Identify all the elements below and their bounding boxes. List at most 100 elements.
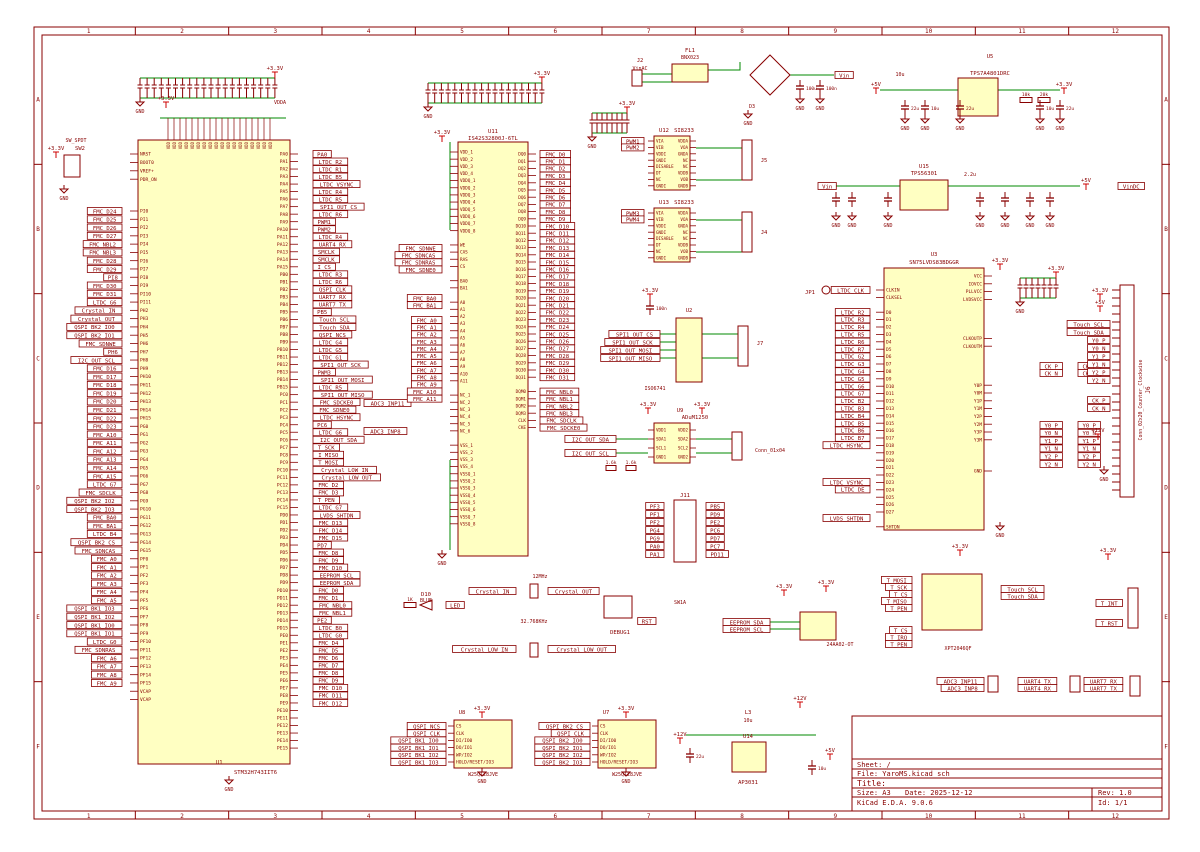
title-sheet: Sheet: / bbox=[857, 761, 891, 769]
net-label-text: FMC_A7 bbox=[417, 368, 437, 374]
net-label-box bbox=[91, 554, 123, 563]
isolator-right-pin-name: VDDB bbox=[678, 243, 689, 248]
i2c-isolator-value: ADuM1250 bbox=[682, 415, 709, 421]
net-label-text: FMC_D17 bbox=[93, 375, 117, 381]
net-label-text: FMC_D17 bbox=[546, 275, 570, 281]
mcu-right-net: PA0 bbox=[312, 150, 332, 158]
mcu-right-net: Crystal_LOW_OUT bbox=[312, 473, 381, 482]
i2c-out-sda-net: I2C_OUT_SDA bbox=[564, 435, 617, 443]
ldo-cap-gnd: GND bbox=[899, 115, 911, 132]
isolator-right-pin-name: VOB bbox=[680, 177, 688, 182]
mcu-power-pin-name: VDD bbox=[214, 141, 219, 149]
ldo-cap-gnd: GND bbox=[954, 115, 966, 132]
net-label-text: QSPI_BK2_IO2 bbox=[542, 753, 582, 759]
header-j11-right-net: PD7 bbox=[705, 534, 725, 542]
net-label-text: Y1_P bbox=[1082, 439, 1096, 445]
spi-net: SPI1_OUT_MOSI bbox=[600, 346, 661, 354]
sdram-right-pin-name: DQ19 bbox=[516, 288, 527, 294]
flash-net: QSPI_BK1_IO3 bbox=[390, 758, 447, 766]
net-label-text: FMC_A1 bbox=[417, 325, 437, 331]
power-net-text: +3.3V bbox=[1100, 548, 1117, 554]
net-label-text: Crystal_IN bbox=[82, 309, 116, 315]
sdram-left-pin-name: VSSQ_2 bbox=[460, 479, 476, 485]
lvds-y-net: Y1_P bbox=[1039, 436, 1063, 445]
net-label-box bbox=[86, 513, 123, 522]
sdram-data-net: FMC_D8 bbox=[539, 207, 572, 216]
net-label-text: QSPI_BK2_CS bbox=[546, 724, 583, 730]
net-label-text: FMC_SDNE0 bbox=[405, 268, 435, 274]
net-label-box bbox=[78, 339, 123, 348]
sdram-left-pin-name: VDDQ_4 bbox=[460, 200, 476, 206]
net-label-text: FMC_A3 bbox=[97, 582, 117, 588]
fl1-value: BNX023 bbox=[681, 55, 699, 61]
lvds-in-net: LVDS_SHTDN bbox=[822, 514, 871, 522]
mcu-right-net: FMC_D8 bbox=[312, 548, 345, 557]
lvds-in-net: LTDC_R6 bbox=[834, 337, 871, 346]
net-label-text: FMC_D8 bbox=[318, 551, 339, 557]
uart7-tx-net: UART7_TX bbox=[1083, 684, 1124, 692]
capacitor-value: 22u bbox=[966, 106, 974, 112]
net-label-text: PB5 bbox=[710, 504, 720, 510]
net-label-text: I_MISO bbox=[318, 453, 339, 459]
net-label-text: FMC_A11 bbox=[93, 441, 117, 447]
net-label-text: SPI1_OUT_MOSI bbox=[608, 348, 652, 354]
net-label-text: LTDC_G4 bbox=[319, 340, 343, 346]
net-label-box bbox=[312, 375, 373, 384]
net-label-text: LVDS_SHTDN bbox=[320, 513, 354, 519]
net-label-text: LTDC_R4 bbox=[319, 235, 343, 241]
net-label-text: FMC_D19 bbox=[93, 391, 117, 397]
isolator-left-pin-name: DISABLE bbox=[656, 236, 674, 241]
mcu-left-net: FMC_D21 bbox=[86, 405, 123, 414]
mcu-left-pin-name: PI4 bbox=[140, 242, 149, 248]
net-label-text: LED bbox=[450, 603, 461, 609]
net-label-box bbox=[74, 306, 123, 315]
mcu-left-pin-name: PF6 bbox=[140, 606, 149, 612]
mcu-right-pin-name: PA10 bbox=[277, 227, 288, 233]
touch-sda-net: Touch_SDA bbox=[1000, 592, 1045, 600]
net-label-text: PC6 bbox=[317, 423, 327, 429]
net-label-text: QSPI_BK2_IO3 bbox=[74, 507, 114, 513]
power-net-text: +3.3V bbox=[1048, 266, 1065, 272]
mcu-right-pin-name: PE14 bbox=[277, 738, 288, 744]
net-label-text: FMC_D12 bbox=[319, 701, 343, 707]
net-label-box bbox=[312, 202, 365, 211]
mcu-left-pin-name: PF13 bbox=[140, 664, 151, 670]
sdram-u11-body bbox=[457, 141, 529, 557]
ground-text: GND bbox=[847, 223, 856, 229]
net-label-box bbox=[312, 368, 336, 376]
net-label-box bbox=[82, 240, 123, 249]
flash-left-pin-name: CS bbox=[456, 724, 462, 730]
net-label-text: LTDC_R6 bbox=[841, 340, 865, 346]
mcu-left-net: QSPI_BK2_IO2 bbox=[66, 496, 123, 505]
ground-text: GND bbox=[135, 109, 144, 115]
net-label-text: QSPI_NCS bbox=[319, 333, 346, 339]
mcu-left-net: QSPI_BK2_IO3 bbox=[66, 505, 123, 513]
net-label-box bbox=[705, 510, 725, 518]
net-label-text: UART7_RX bbox=[319, 295, 347, 301]
sdram-data-net: FMC_D18 bbox=[539, 279, 576, 288]
header-j11 bbox=[673, 499, 697, 563]
net-label-text: FMC_D12 bbox=[546, 239, 570, 245]
mcu-power-pin-name: VDD bbox=[166, 141, 171, 149]
j6-5v: +5V bbox=[1095, 300, 1106, 312]
frame-column-label: 5 bbox=[460, 813, 464, 820]
net-label-text: FMC_D23 bbox=[93, 425, 117, 431]
net-label-text: LTDC_B0 bbox=[319, 626, 343, 632]
adc-connector-net-2: ADC3_INP8 bbox=[940, 684, 985, 692]
mcu-right-net: FMC_D7 bbox=[312, 661, 345, 670]
sdram-data-net: FMC_D16 bbox=[539, 265, 576, 274]
net-label-text: Crystal_OUT bbox=[555, 589, 593, 595]
ground-text: GND bbox=[224, 787, 233, 793]
net-label-box bbox=[86, 298, 123, 306]
mcu-left-net: FMC_SDNRAS bbox=[74, 645, 123, 654]
net-label-text: UART4_RX bbox=[1024, 686, 1052, 692]
mcu-left-pin-name: PH15 bbox=[140, 416, 151, 422]
mcu-left-pin-name: PF10 bbox=[140, 639, 151, 645]
j2-ref: J2 bbox=[637, 58, 644, 64]
net-label-box bbox=[468, 587, 517, 595]
net-label-text: LTDC_VSYNC bbox=[830, 480, 864, 486]
mcu-left-pin-name: PF4 bbox=[140, 589, 149, 595]
lvds-power: +3.3V bbox=[992, 258, 1009, 270]
net-label-text: FMC_D10 bbox=[546, 224, 570, 230]
lvds-in-net: LTDC_R2 bbox=[834, 308, 871, 316]
